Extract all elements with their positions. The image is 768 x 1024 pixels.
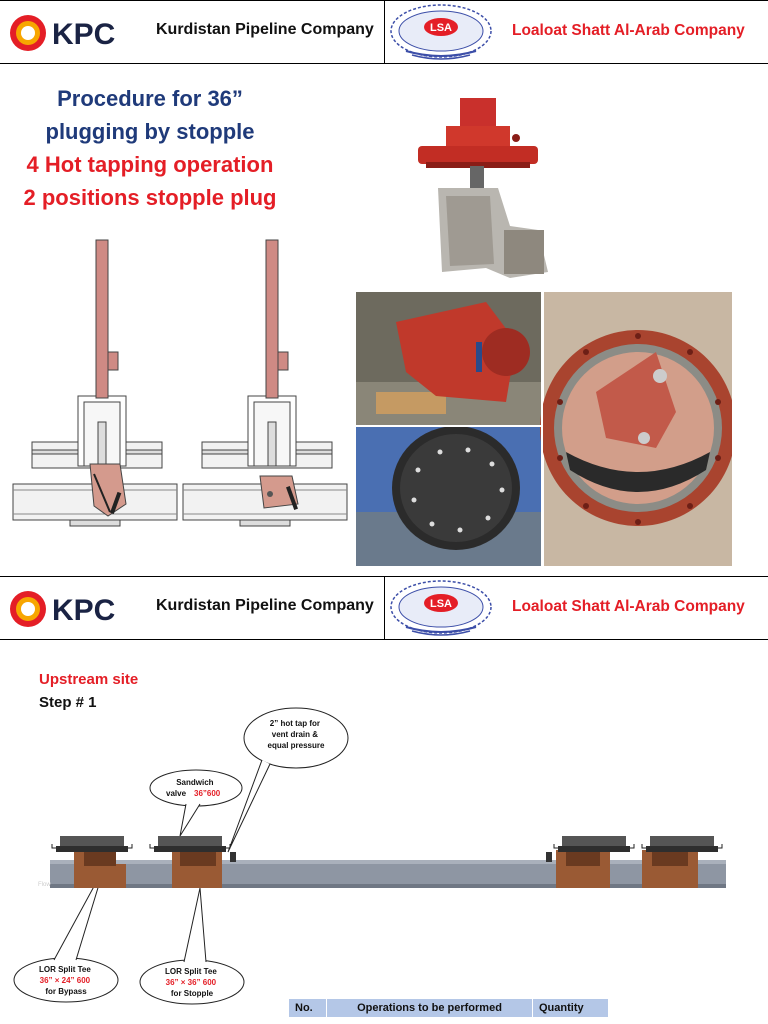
upstream-site-label: Upstream site xyxy=(39,671,139,688)
svg-text:2” hot tap for vent drain: 2” hot tap for vent drain & equal pressu… xyxy=(268,719,325,750)
stopple-diagram-position-2 xyxy=(182,239,348,527)
procedure-subtitle-line2: 2 positions stopple plug xyxy=(23,185,277,210)
table-header-operations: Operations to be performed xyxy=(326,998,533,1018)
header-top: KPC Kurdistan Pipeline Company LSA Loalo… xyxy=(0,0,768,64)
header-divider xyxy=(384,577,385,639)
procedure-title-line1: Procedure for 36” xyxy=(57,86,243,111)
svg-text:KPC: KPC xyxy=(52,594,115,627)
svg-text:LOR Split Tee 36” × 24” 60: LOR Split Tee 36” × 24” 600 for Bypass xyxy=(39,965,93,996)
kpc-company-name: Kurdistan Pipeline Company xyxy=(156,21,374,38)
lsa-logo: LSA xyxy=(390,4,492,60)
svg-text:Sandwich valve 36”600: Sandwich valve 36”600 xyxy=(166,778,221,798)
kpc-logo: KPC xyxy=(10,591,115,627)
lsa-logo: LSA xyxy=(390,580,492,636)
header-divider xyxy=(384,1,385,63)
procedure-title-line2: plugging by stopple xyxy=(45,119,255,144)
stopple-diagram-position-1 xyxy=(12,239,178,527)
table-header-no: No. xyxy=(288,998,327,1018)
header-bottom: KPC Kurdistan Pipeline Company LSA Loalo… xyxy=(0,576,768,640)
operations-table: No. Operations to be performed Quantity xyxy=(288,998,609,1018)
svg-text:KPC: KPC xyxy=(52,18,115,51)
lsa-company-name: Loaloat Shatt Al-Arab Company xyxy=(512,22,745,39)
stopple-photos-grid xyxy=(356,292,732,566)
table-header-row: No. Operations to be performed Quantity xyxy=(288,998,609,1018)
step-label: Step # 1 xyxy=(39,694,97,711)
kpc-company-name: Kurdistan Pipeline Company xyxy=(156,597,374,614)
flow-label: Flow xyxy=(38,882,51,888)
stopple-head-photo xyxy=(398,96,558,282)
kpc-logo: KPC xyxy=(10,15,115,51)
svg-text:LSA: LSA xyxy=(430,22,452,34)
table-header-quantity: Quantity xyxy=(532,998,609,1018)
svg-text:LSA: LSA xyxy=(430,598,452,610)
procedure-subtitle-line1: 4 Hot tapping operation xyxy=(26,152,274,177)
lsa-company-name: Loaloat Shatt Al-Arab Company xyxy=(512,598,745,615)
svg-text:LOR Split Tee 36” × 36” 60: LOR Split Tee 36” × 36” 600 for Stopple xyxy=(165,967,219,998)
pipeline-diagram: Flow 2” hot tap for vent drain & equal p… xyxy=(13,707,726,1005)
